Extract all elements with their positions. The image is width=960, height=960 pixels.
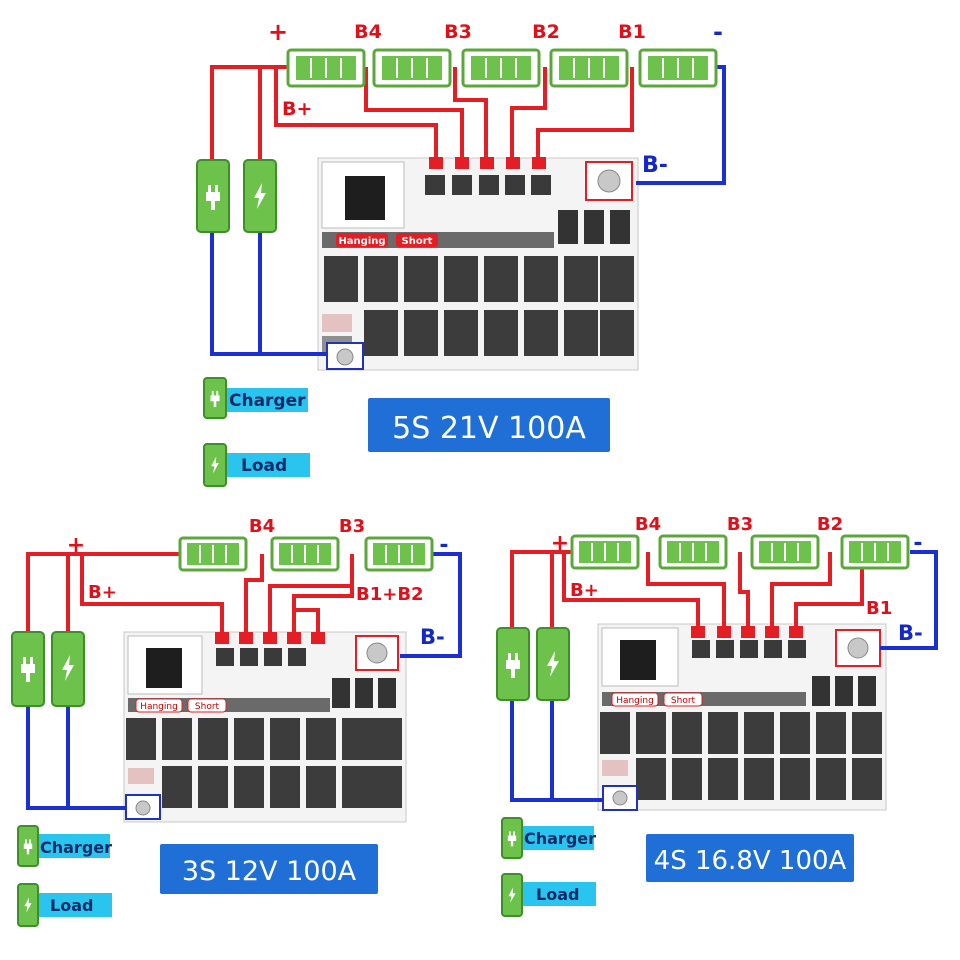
bms-board: Hanging Short	[597, 623, 887, 811]
diagram-5s: Hanging Short	[196, 18, 726, 487]
cell-label-b4: B4	[249, 516, 275, 537]
short-label: Short	[402, 236, 433, 247]
legend-load-label: Load	[50, 896, 93, 915]
cell-label-b1: B1	[866, 598, 892, 619]
negative-wires	[510, 550, 938, 802]
spec-label: 3S 12V 100A	[182, 856, 357, 887]
b-plus-label: B+	[570, 580, 599, 601]
cell-label-b2: B2	[817, 514, 843, 535]
load-symbol	[536, 627, 570, 701]
cell-label-b4: B4	[354, 21, 382, 43]
plus-label: +	[551, 531, 569, 556]
negative-wires	[26, 552, 462, 810]
charger-symbol	[196, 159, 230, 233]
battery-cells	[286, 48, 718, 88]
spec-badge	[368, 398, 610, 452]
b-plus-label: B+	[88, 582, 117, 603]
cell-label-b3: B3	[339, 516, 365, 537]
positive-wires	[210, 65, 634, 160]
bms-board: Hanging Short	[317, 157, 639, 371]
spec-label: 5S 21V 100A	[392, 411, 586, 446]
positive-wires	[510, 550, 864, 630]
diagram-4s: Hanging Short	[496, 514, 938, 917]
hanging-label: Hanging	[616, 696, 654, 706]
plus-label: +	[268, 18, 288, 46]
bms-board: Hanging Short	[123, 631, 407, 823]
cell-label-b3: B3	[727, 514, 753, 535]
short-label: Short	[195, 702, 220, 712]
balance-connectors	[429, 157, 546, 169]
b-minus-label: B-	[420, 625, 445, 649]
balance-connectors	[691, 626, 803, 638]
legend-load-label: Load	[536, 885, 579, 904]
hanging-label: Hanging	[338, 236, 385, 247]
cell-label-b1: B1	[618, 21, 646, 43]
short-label: Short	[671, 696, 696, 706]
spec-badge	[646, 834, 854, 882]
spec-label: 4S 16.8V 100A	[654, 846, 847, 876]
short-tag	[396, 233, 438, 247]
legend-load-label: Load	[241, 456, 287, 476]
charger-symbol	[11, 631, 45, 707]
cell-label-b3: B3	[444, 21, 472, 43]
negative-wires	[210, 65, 726, 356]
b-plus-label: B+	[282, 98, 312, 120]
legend: Charger Load	[17, 825, 112, 927]
legend-charger-label: Charger	[229, 391, 306, 411]
legend: Charger Load	[501, 817, 596, 917]
minus-label: -	[439, 533, 448, 558]
charger-symbol	[496, 627, 530, 701]
legend: Charger Load	[203, 377, 310, 487]
legend-load-badge	[224, 453, 310, 477]
diagram-3s: Hanging Short	[11, 516, 462, 927]
spec-badge	[160, 844, 378, 894]
minus-label: -	[713, 18, 723, 46]
legend-charger-label: Charger	[40, 838, 112, 857]
cell-label-b2: B2	[532, 21, 560, 43]
battery-cells	[178, 536, 434, 572]
hanging-label: Hanging	[140, 702, 178, 712]
cell-label-b1-b2: B1+B2	[356, 584, 424, 605]
b-minus-label: B-	[898, 621, 923, 645]
cell-label-b4: B4	[635, 514, 661, 535]
load-symbol	[51, 631, 85, 707]
minus-label: -	[913, 531, 922, 556]
balance-connectors	[215, 632, 325, 644]
load-symbol	[243, 159, 277, 233]
battery-cells	[570, 534, 910, 570]
hanging-tag	[336, 233, 388, 247]
plus-label: +	[67, 533, 85, 558]
positive-wires	[26, 552, 354, 636]
b-minus-label: B-	[642, 153, 668, 178]
legend-charger-label: Charger	[524, 829, 596, 848]
legend-charger-badge	[224, 388, 308, 412]
